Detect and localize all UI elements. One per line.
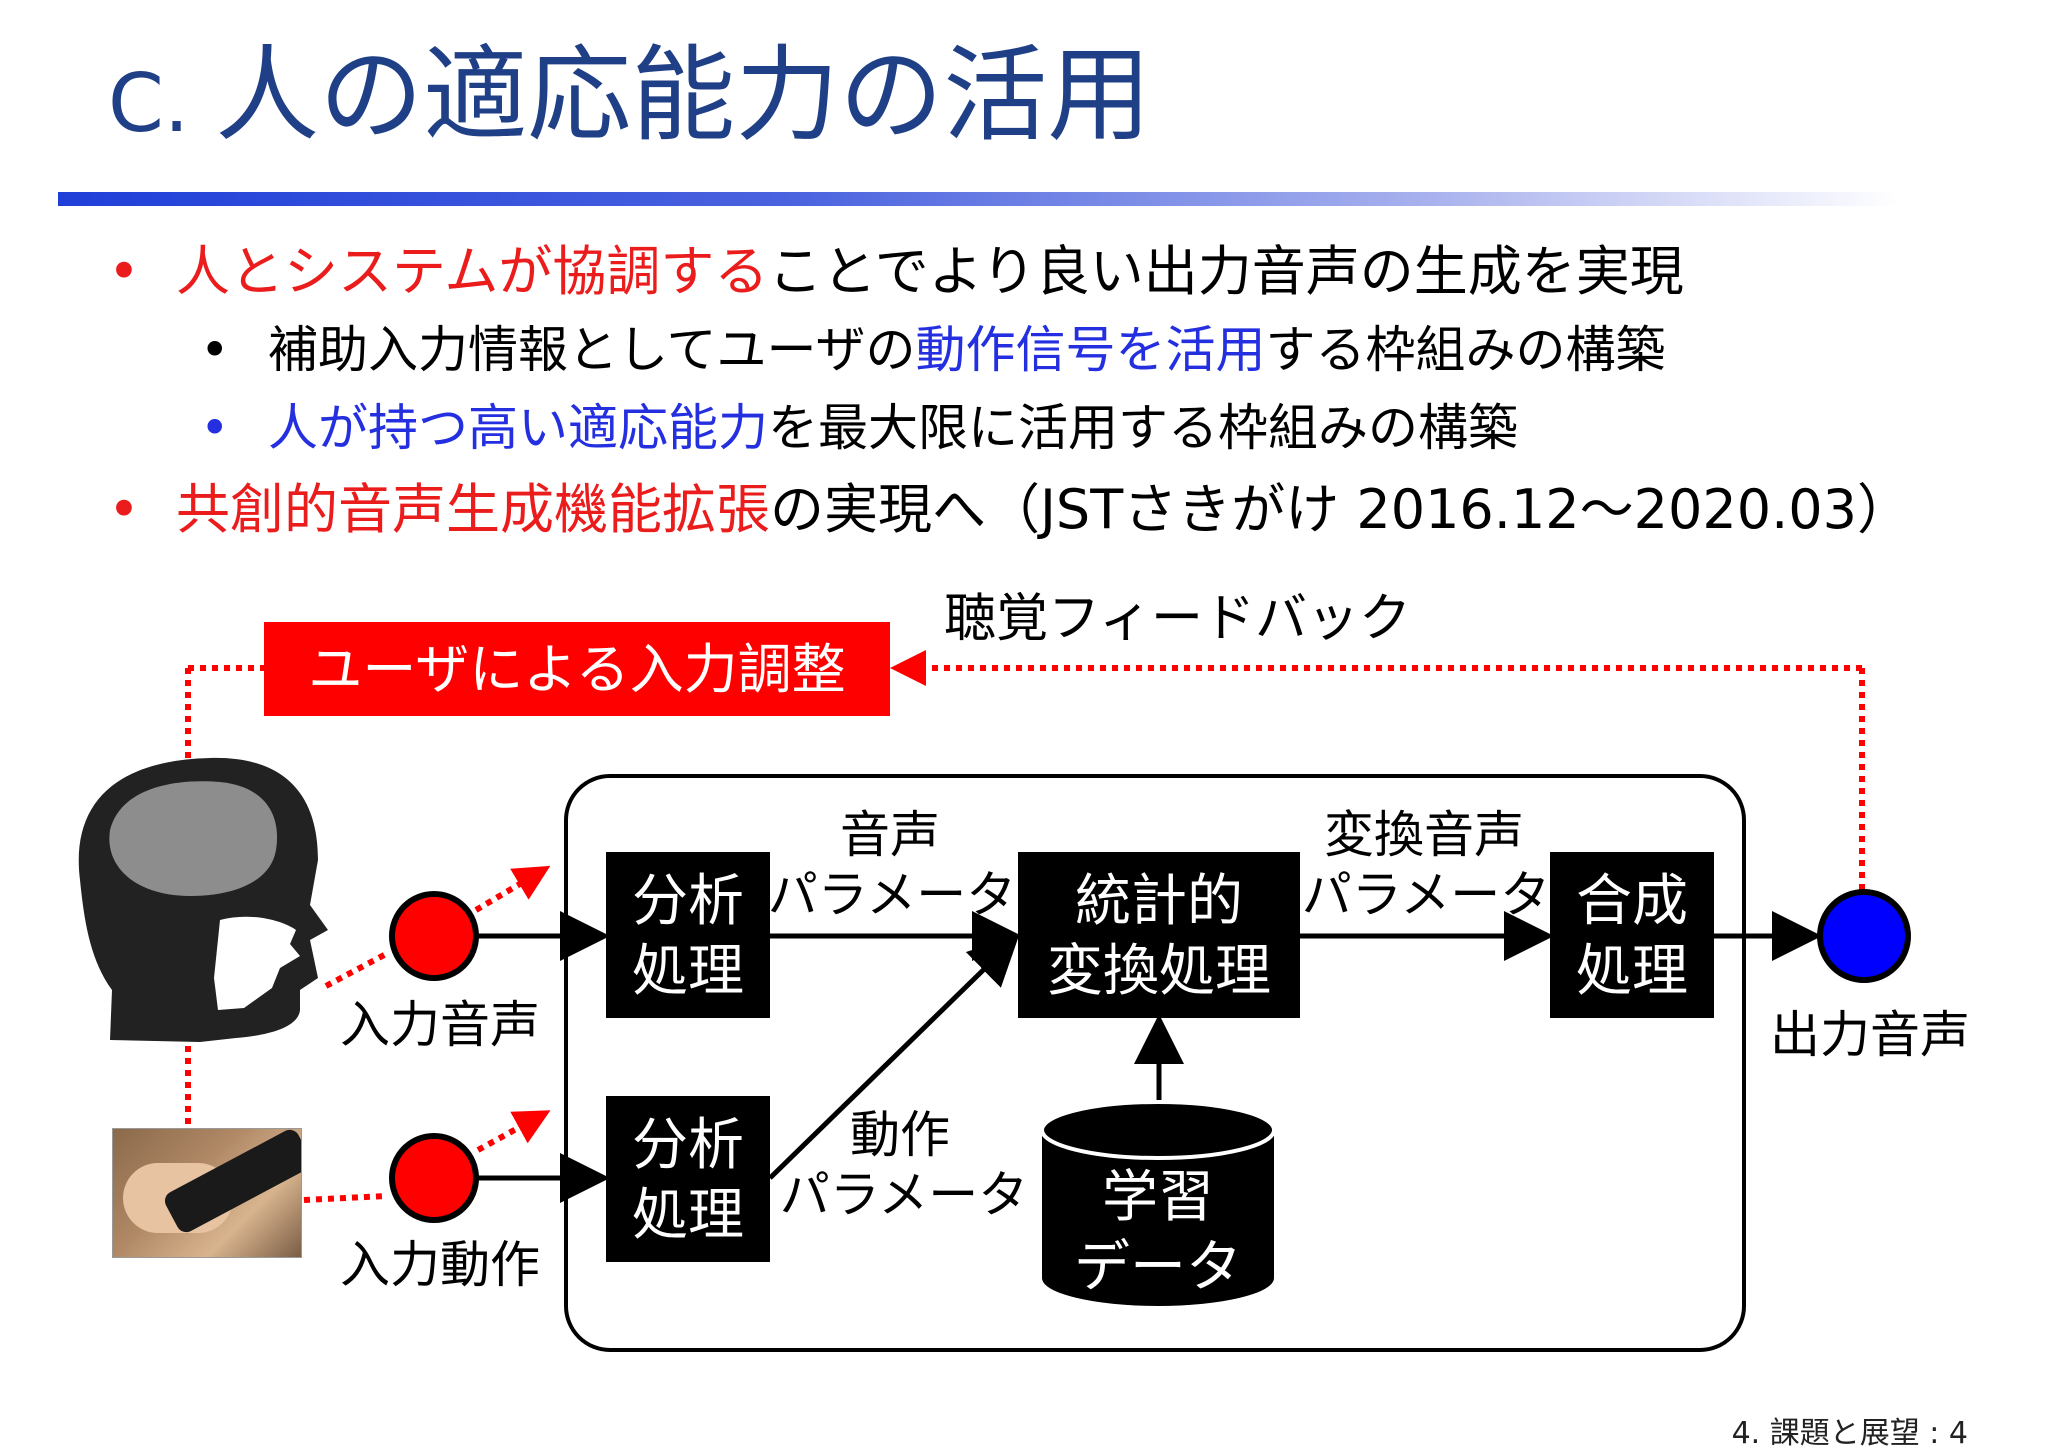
processing-frame [564,774,1746,1352]
bullet-3: •人が持つ高い適応能力を最大限に活用する枠組みの構築 [200,403,1518,453]
analysis-bottom-line2: 処理 [632,1183,744,1248]
converted-params-line1: 変換音声 [1324,806,1524,864]
feedback-label: 聴覚フィードバック [944,589,1411,649]
stat-conversion-line1: 統計的 [1075,869,1243,934]
slide-title-prefix: C. [108,57,190,150]
bullet-2-highlight: 動作信号を活用 [915,321,1266,379]
bullet-4-text: の実現へ（JSTさきがけ 2016.12〜2020.03） [770,478,1911,541]
feedback-loop [185,650,1865,1128]
training-data-line2: データ [1074,1235,1242,1300]
input-motion-node [389,1133,479,1223]
analysis-box-top [606,852,770,1018]
bullet-4-highlight: 共創的音声生成機能拡張 [176,478,770,541]
output-voice-node [1817,889,1911,983]
flow-arrows [476,911,1822,1203]
bullet-1-text: ことでより良い出力音声の生成を実現 [768,240,1684,303]
bullet-3-highlight: 人が持つ高い適応能力 [268,399,768,457]
stat-conversion-box [1018,852,1300,1018]
title-underline [58,192,1900,206]
user-adjust-box [264,622,890,716]
analysis-top-line2: 処理 [632,939,744,1004]
input-voice-label: 入力音声 [340,996,540,1054]
bullet-4: •共創的音声生成機能拡張の実現へ（JSTさきがけ 2016.12〜2020.03… [108,483,1911,537]
bullet-4-marker: • [108,478,140,541]
bullet-1: •人とシステムが協調することでより良い出力音声の生成を実現 [108,245,1684,299]
analysis-bottom-line1: 分析 [632,1113,744,1178]
training-data-line1: 学習 [1102,1165,1214,1230]
bullet-3-text: を最大限に活用する枠組みの構築 [768,399,1518,457]
slide-title-text: 人の適応能力の活用 [215,34,1152,156]
stat-conversion-line2: 変換処理 [1047,939,1271,1004]
slide-footer: 4. 課題と展望 : 4 [1731,1416,1968,1451]
bullet-2: •補助入力情報としてユーザの動作信号を活用する枠組みの構築 [200,325,1666,375]
input-motion-label: 入力動作 [340,1236,540,1294]
voice-params-line2: パラメータ [768,866,1017,924]
input-voice-node [389,891,479,981]
training-data-cylinder [1040,1100,1276,1306]
synthesis-line2: 処理 [1576,939,1688,1004]
voice-params-line1: 音声 [840,806,940,864]
head-profile-icon [78,757,328,1042]
bullet-1-highlight: 人とシステムが協調する [176,240,769,303]
analysis-box-bottom [606,1096,770,1262]
output-voice-label: 出力音声 [1770,1006,1970,1064]
motion-params-line1: 動作 [850,1106,950,1164]
bullet-2-text: する枠組みの構築 [1265,321,1666,379]
user-input-arrows [303,865,551,1203]
motion-params-line2: パラメータ [780,1166,1029,1224]
slide-title: C. 人の適応能力の活用 [108,30,1151,160]
bullet-2-pre: 補助入力情報としてユーザの [268,321,916,379]
hand-device-photo [112,1128,302,1258]
bullet-3-marker: • [200,399,230,457]
converted-params-line2: パラメータ [1302,866,1551,924]
bullet-2-marker: • [200,321,230,379]
synthesis-line1: 合成 [1576,869,1688,934]
analysis-top-line1: 分析 [632,869,744,934]
bullet-1-marker: • [108,240,140,303]
synthesis-box [1550,852,1714,1018]
user-adjust-label: ユーザによる入力調整 [308,638,845,701]
